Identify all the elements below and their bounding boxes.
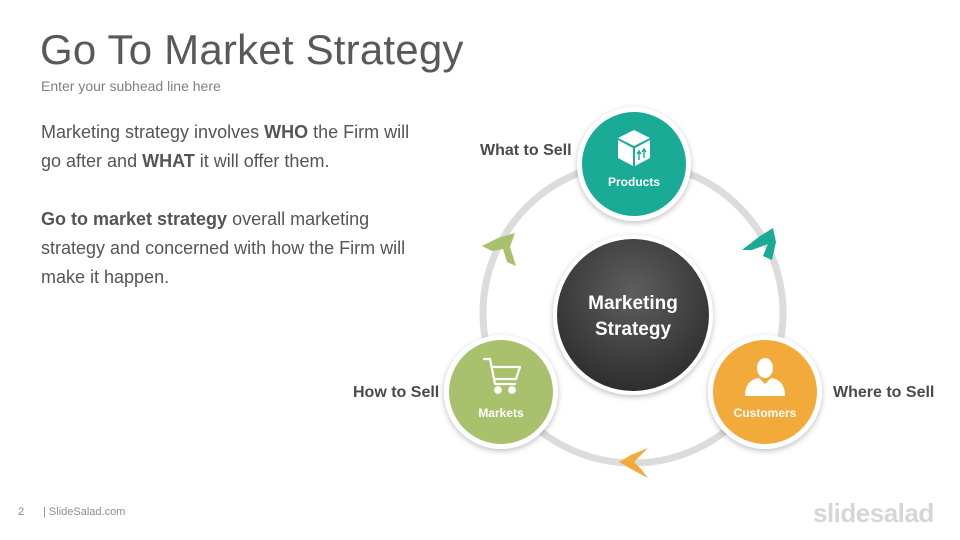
node-customers-label: Customers	[734, 406, 797, 420]
node-customers: Customers	[708, 335, 822, 449]
p1-text-c: it will offer them.	[194, 151, 330, 171]
slidesalad-logo: slidesalad	[813, 498, 934, 528]
footer-site-link[interactable]: | SlideSalad.com	[43, 506, 126, 518]
person-icon	[745, 358, 785, 396]
arrow-products-to-customers	[742, 228, 776, 260]
center-label-line2: Strategy	[595, 319, 671, 340]
center-label-line1: Marketing	[588, 293, 678, 314]
slide-title: Go To Market Strategy	[40, 26, 464, 73]
p1-text-b: the Firm will go after and	[41, 122, 410, 171]
p1-bold-what: WHAT	[142, 151, 195, 171]
p1-bold-who: WHO	[264, 122, 309, 142]
node-products-label: Products	[608, 175, 660, 189]
p2-text: overall marketing strategy and concerned…	[41, 209, 406, 287]
label-where-to-sell: Where to Sell	[833, 384, 935, 401]
node-products: Products	[577, 107, 691, 221]
label-what-to-sell: What to Sell	[480, 142, 572, 159]
p1-text-a: Marketing strategy involves	[41, 122, 265, 142]
node-markets: Markets	[444, 335, 558, 449]
arrow-markets-to-products	[482, 233, 516, 266]
center-circle	[557, 239, 709, 391]
cart-icon	[482, 357, 522, 394]
label-how-to-sell: How to Sell	[353, 384, 440, 401]
paragraph-1: Marketing strategy involves WHO the Firm…	[41, 118, 421, 176]
slide-subtitle: Enter your subhead line here	[41, 78, 221, 94]
p2-bold: Go to market strategy	[41, 209, 228, 229]
node-markets-label: Markets	[478, 406, 524, 420]
arrow-customers-to-markets	[619, 448, 648, 478]
paragraph-2: Go to market strategy overall marketing …	[41, 205, 421, 292]
body-text: Marketing strategy involves WHO the Firm…	[41, 118, 421, 321]
node-products-circle	[582, 112, 686, 216]
page-number: 2	[18, 506, 25, 518]
box-icon	[618, 130, 650, 166]
